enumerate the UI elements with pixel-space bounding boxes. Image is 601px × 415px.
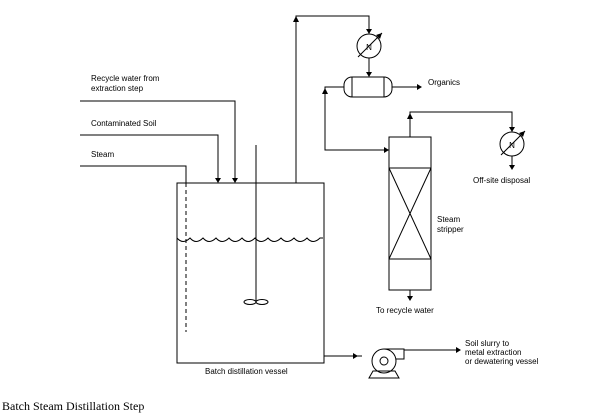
stripper-overhead-line — [407, 111, 515, 137]
batch-distillation-vessel — [176, 182, 325, 364]
soil-slurry-label-2: metal extraction — [465, 348, 521, 357]
organics-label: Organics — [428, 78, 460, 87]
vapor-line — [293, 15, 372, 183]
aqueous-to-stripper-line — [322, 86, 389, 153]
soil-slurry-label-3: or dewatering vessel — [465, 357, 539, 366]
figure-caption: Batch Steam Distillation Step — [2, 399, 144, 413]
condenser-2-icon: N — [499, 130, 526, 157]
recycle-water-inlet-line — [80, 100, 238, 183]
svg-text:N: N — [366, 43, 372, 52]
contaminated-soil-label: Contaminated Soil — [91, 119, 157, 128]
liquid-surface — [176, 237, 323, 242]
steam-stripper-column — [388, 136, 432, 291]
stripper-bottoms-line — [407, 290, 413, 301]
steam-stripper-label-2: stripper — [437, 225, 464, 234]
centrifugal-pump-icon — [368, 348, 405, 379]
steam-label: Steam — [91, 150, 114, 159]
batch-vessel-label: Batch distillation vessel — [205, 367, 288, 376]
pump-discharge-line — [404, 347, 461, 353]
contaminated-soil-inlet-line — [80, 134, 221, 183]
agitator-icon — [243, 145, 269, 305]
condenser-1-outlet-line — [366, 58, 372, 77]
vessel-to-pump-line — [324, 353, 362, 359]
soil-slurry-label: Soil slurry to — [465, 339, 510, 348]
recycle-water-label-2: extraction step — [91, 84, 144, 93]
organics-outlet-line — [392, 84, 422, 90]
svg-text:N: N — [509, 141, 515, 150]
recycle-water-label: Recycle water from — [91, 74, 160, 83]
offsite-disposal-label: Off-site disposal — [473, 176, 530, 185]
steam-inlet-line — [80, 165, 187, 183]
steam-stripper-label: Steam — [437, 215, 460, 224]
condenser-1-icon: N — [356, 32, 383, 59]
to-recycle-water-label: To recycle water — [376, 306, 434, 315]
condenser-2-outlet-line — [509, 156, 515, 170]
decanter-drum — [343, 76, 393, 98]
